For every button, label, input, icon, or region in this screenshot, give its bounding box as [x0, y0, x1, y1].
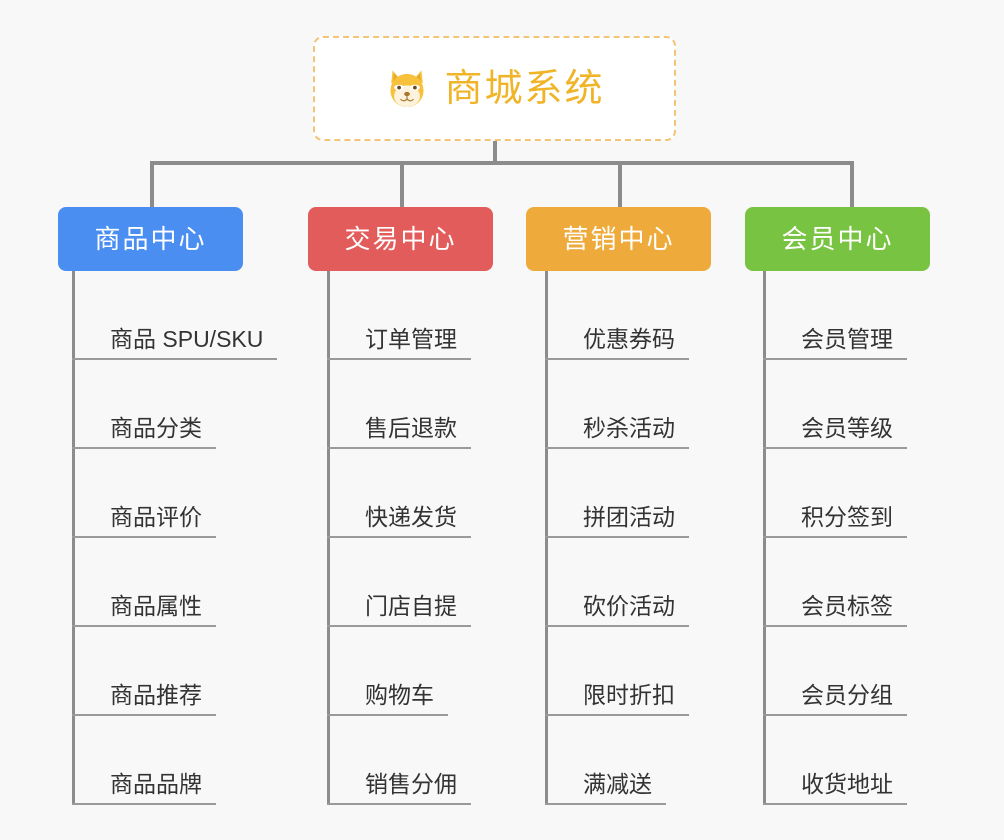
leaf-label: 商品推荐 [110, 681, 202, 708]
leaf-item[interactable]: 会员管理 [763, 271, 907, 360]
leaf-item[interactable]: 积分签到 [763, 449, 907, 538]
connector-root-stem [493, 141, 497, 164]
leaf-item[interactable]: 订单管理 [327, 271, 471, 360]
leaf-label: 销售分佣 [365, 770, 457, 797]
leaf-underline: 收货地址 [763, 770, 907, 805]
leaf-item[interactable]: 商品 SPU/SKU [72, 271, 278, 360]
leaf-item[interactable]: 收货地址 [763, 716, 907, 805]
leaf-label: 秒杀活动 [583, 414, 675, 441]
connector-drop-trade-center [400, 161, 404, 209]
leaf-item[interactable]: 秒杀活动 [545, 360, 689, 449]
leaf-label: 会员等级 [801, 414, 893, 441]
leaf-underline: 会员等级 [763, 414, 907, 449]
category-box-trade-center[interactable]: 交易中心 [308, 207, 493, 271]
leaf-underline: 积分签到 [763, 503, 907, 538]
leaf-label: 积分签到 [801, 503, 893, 530]
leaf-underline: 拼团活动 [545, 503, 689, 538]
leaf-item[interactable]: 售后退款 [327, 360, 471, 449]
leaf-label: 限时折扣 [583, 681, 675, 708]
leaf-trunk-line [327, 271, 330, 805]
leaf-item[interactable]: 商品推荐 [72, 627, 216, 716]
category-label-product-center: 商品中心 [94, 224, 207, 254]
leaf-item[interactable]: 会员等级 [763, 360, 907, 449]
leaf-label: 拼团活动 [583, 503, 675, 530]
leaf-item[interactable]: 商品分类 [72, 360, 216, 449]
leaf-label: 会员标签 [801, 592, 893, 619]
category-box-marketing-center[interactable]: 营销中心 [526, 207, 711, 271]
shiba-inu-icon [390, 69, 425, 107]
leaf-underline: 商品推荐 [72, 681, 216, 716]
connector-horizontal-bus [150, 161, 854, 165]
leaf-underline: 秒杀活动 [545, 414, 689, 449]
leaf-item[interactable]: 门店自提 [327, 538, 471, 627]
leaf-trunk-line [763, 271, 766, 805]
leaf-label: 商品评价 [110, 503, 202, 530]
leaf-item[interactable]: 商品品牌 [72, 716, 216, 805]
leaf-underline: 优惠券码 [545, 325, 689, 360]
leaf-item[interactable]: 销售分佣 [327, 716, 471, 805]
leaf-item[interactable]: 商品属性 [72, 538, 216, 627]
leaf-trunk-line [72, 271, 75, 805]
leaf-label: 满减送 [583, 770, 652, 797]
leaf-underline: 商品品牌 [72, 770, 216, 805]
connector-drop-member-center [850, 161, 854, 209]
leaf-underline: 商品评价 [72, 503, 216, 538]
leaf-underline: 门店自提 [327, 592, 471, 627]
leaf-underline: 会员管理 [763, 325, 907, 360]
leaf-label: 门店自提 [365, 592, 457, 619]
leaf-underline: 售后退款 [327, 414, 471, 449]
leaf-label: 会员管理 [801, 325, 893, 352]
leaf-trunk-line [545, 271, 548, 805]
leaf-item[interactable]: 满减送 [545, 716, 666, 805]
leaf-label: 商品 SPU/SKU [110, 325, 264, 352]
leaf-label: 商品分类 [110, 414, 202, 441]
leaf-label: 商品品牌 [110, 770, 202, 797]
leaf-underline: 会员分组 [763, 681, 907, 716]
leaf-underline: 满减送 [545, 770, 666, 805]
leaf-underline: 购物车 [327, 681, 448, 716]
leaf-item[interactable]: 限时折扣 [545, 627, 689, 716]
leaf-item[interactable]: 商品评价 [72, 449, 216, 538]
category-box-member-center[interactable]: 会员中心 [745, 207, 930, 271]
leaf-underline: 会员标签 [763, 592, 907, 627]
leaf-item[interactable]: 会员分组 [763, 627, 907, 716]
leaf-underline: 限时折扣 [545, 681, 689, 716]
leaf-label: 快递发货 [365, 503, 457, 530]
leaf-label: 收货地址 [801, 770, 893, 797]
leaf-label: 会员分组 [801, 681, 893, 708]
leaf-item[interactable]: 会员标签 [763, 538, 907, 627]
leaf-item[interactable]: 砍价活动 [545, 538, 689, 627]
leaf-item[interactable]: 购物车 [327, 627, 448, 716]
leaf-underline: 砍价活动 [545, 592, 689, 627]
leaf-underline: 快递发货 [327, 503, 471, 538]
leaf-item[interactable]: 拼团活动 [545, 449, 689, 538]
root-title: 商城系统 [444, 67, 605, 110]
leaf-underline: 商品 SPU/SKU [72, 325, 278, 360]
leaf-label: 购物车 [365, 681, 434, 708]
leaf-item[interactable]: 快递发货 [327, 449, 471, 538]
leaf-label: 优惠券码 [583, 325, 675, 352]
category-label-trade-center: 交易中心 [344, 224, 457, 254]
leaf-label: 订单管理 [365, 325, 457, 352]
connector-drop-product-center [150, 161, 154, 209]
root-node[interactable]: 商城系统 [313, 36, 676, 141]
connector-drop-marketing-center [618, 161, 622, 209]
leaf-underline: 销售分佣 [327, 770, 471, 805]
leaf-item[interactable]: 优惠券码 [545, 271, 689, 360]
leaf-underline: 商品属性 [72, 592, 216, 627]
leaf-label: 砍价活动 [583, 592, 675, 619]
leaf-label: 售后退款 [365, 414, 457, 441]
category-label-member-center: 会员中心 [781, 224, 894, 254]
leaf-underline: 订单管理 [327, 325, 471, 360]
leaf-underline: 商品分类 [72, 414, 216, 449]
category-box-product-center[interactable]: 商品中心 [58, 207, 243, 271]
leaf-label: 商品属性 [110, 592, 202, 619]
category-label-marketing-center: 营销中心 [562, 224, 675, 254]
